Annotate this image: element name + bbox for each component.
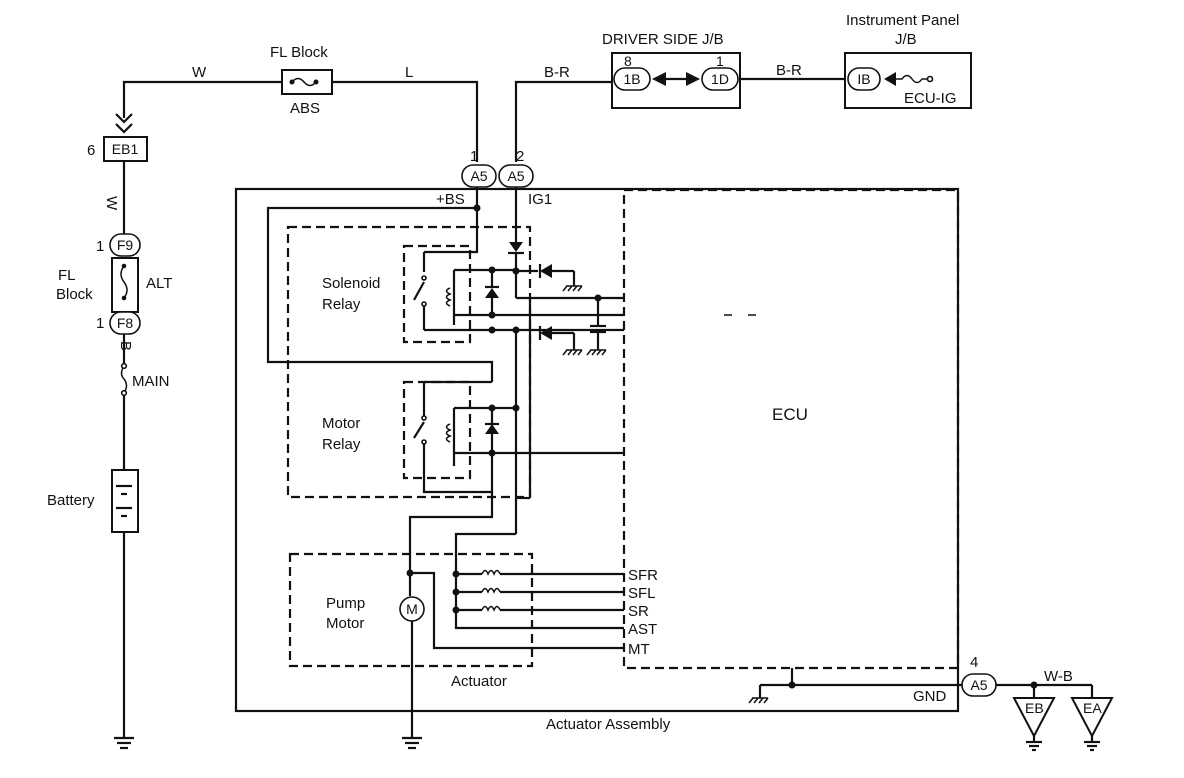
- eb1-connector: EB1: [112, 141, 139, 157]
- gnd-wiring: GND 4 A5 W-B EB EA: [748, 654, 1114, 752]
- f8-pin: 1: [96, 315, 104, 332]
- battery-label: Battery: [47, 492, 95, 509]
- left-column: 6 EB1 W 1 F9 FL Block ALT 1 F8 B MAIN Ba…: [47, 136, 172, 750]
- wire-b-left: B: [117, 341, 134, 351]
- driver-jb-title: DRIVER SIDE J/B: [602, 31, 724, 48]
- top-wiring: [115, 77, 845, 162]
- f8-connector: F8: [117, 315, 134, 331]
- f9-connector: F9: [117, 237, 134, 253]
- pin-ast: AST: [628, 621, 657, 638]
- fl-block-title: FL Block: [270, 44, 328, 61]
- wire-l-top: L: [405, 64, 413, 81]
- wire-w-top: W: [192, 64, 207, 81]
- pin-sr: SR: [628, 603, 649, 620]
- ecu-ig-label: ECU-IG: [904, 90, 957, 107]
- conn-1b: 1B: [623, 71, 640, 87]
- ground-eb-label: EB: [1025, 700, 1044, 716]
- ig1-label: IG1: [528, 191, 552, 208]
- pump-motor-label-2: Motor: [326, 615, 364, 632]
- motor-relay-label-2: Relay: [322, 436, 361, 453]
- wire-w-left: W: [103, 196, 120, 211]
- pump-motor: Pump Motor Actuator M: [288, 540, 624, 750]
- ground-ea-icon: [1070, 697, 1114, 752]
- driver-pin-1: 1: [716, 53, 724, 69]
- pump-motor-label-1: Pump: [326, 595, 365, 612]
- fl-block-left-1: FL: [58, 267, 76, 284]
- a5-connector-1: A5: [470, 168, 487, 184]
- instrument-title-2: J/B: [895, 31, 917, 48]
- abs-label: ABS: [290, 100, 320, 117]
- driver-side-jb: DRIVER SIDE J/B 8 1 1B 1D: [602, 31, 741, 109]
- abs-fuse: FL Block ABS: [270, 44, 333, 117]
- ecu-label: ECU: [772, 405, 808, 424]
- ground-eb-icon: [1012, 697, 1056, 752]
- motor-symbol: M: [406, 601, 418, 617]
- gnd-label: GND: [913, 688, 947, 705]
- wire-br-right: B-R: [776, 62, 802, 79]
- a5-pin-2: 2: [516, 148, 524, 165]
- diode-icon: [509, 242, 523, 252]
- a5-pin-1: 1: [470, 148, 478, 165]
- alt-fuse-label: ALT: [146, 275, 172, 292]
- a5-connector-4: A5: [970, 677, 987, 693]
- solenoid-relay-label-2: Relay: [322, 296, 361, 313]
- arrow-left-icon: [652, 72, 666, 86]
- fl-block-left-2: Block: [56, 286, 93, 303]
- pin-sfr: SFR: [628, 567, 658, 584]
- ground-left-icon: [114, 736, 134, 750]
- ground-ea-label: EA: [1083, 700, 1102, 716]
- a5-connector-2: A5: [507, 168, 524, 184]
- motor-relay-label-1: Motor: [322, 415, 360, 432]
- instrument-panel-jb: Instrument Panel J/B IB ECU-IG: [844, 12, 972, 109]
- arrow-icon: [884, 72, 896, 86]
- pin-sfl: SFL: [628, 585, 656, 602]
- main-fuse-label: MAIN: [132, 373, 170, 390]
- ground-motor-icon: [402, 736, 422, 750]
- conn-1d: 1D: [711, 71, 729, 87]
- actuator-label: Actuator: [451, 673, 507, 690]
- motor-relay: Motor Relay: [322, 380, 624, 540]
- a5-pin-4: 4: [970, 654, 978, 671]
- ecu-box: [622, 188, 960, 670]
- actuator-assembly-label: Actuator Assembly: [546, 716, 671, 733]
- f9-pin: 1: [96, 238, 104, 255]
- wire-br-left: B-R: [544, 64, 570, 81]
- eb1-pin: 6: [87, 142, 95, 159]
- conn-ib: IB: [857, 71, 870, 87]
- wire-wb: W-B: [1044, 668, 1073, 685]
- ig1-wiring: [508, 187, 624, 300]
- instrument-title-1: Instrument Panel: [846, 12, 959, 29]
- driver-pin-8: 8: [624, 53, 632, 69]
- solenoid-relay: Solenoid Relay: [286, 225, 624, 499]
- solenoid-relay-label-1: Solenoid: [322, 275, 380, 292]
- bs-wiring: [266, 187, 494, 382]
- bs-label: +BS: [436, 191, 465, 208]
- arrow-right-icon: [686, 72, 700, 86]
- ig1-feeds: [454, 298, 624, 630]
- pin-mt: MT: [628, 641, 650, 658]
